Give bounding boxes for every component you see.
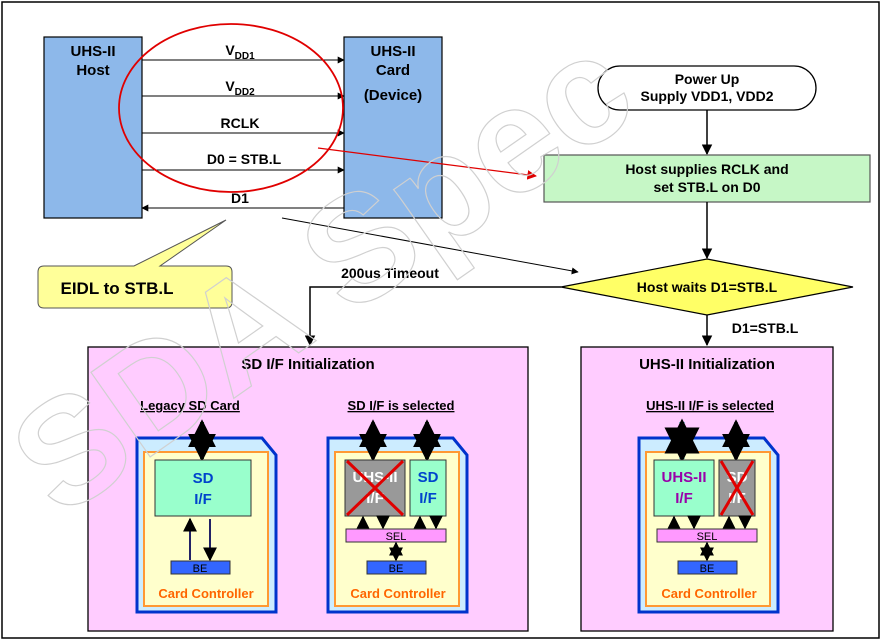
uhs-selected-be-label: BE [700, 563, 715, 575]
legacy-sd-label-line2: I/F [194, 491, 212, 508]
uhs-selected-card: UHS-II I/F SD I/F SEL BE Card Controller [637, 418, 780, 614]
sd-selected-sd-line1: SD [418, 469, 439, 486]
d0-label: D0 = STB.L [207, 151, 282, 167]
legacy-be-label: BE [193, 563, 208, 575]
vdd2-label: VDD2 [225, 78, 255, 98]
sd-selected-sel-label: SEL [386, 531, 407, 543]
sd-selected-label: SD I/F is selected [348, 398, 455, 413]
timeout-label: 200us Timeout [341, 265, 439, 281]
decision-text: Host waits D1=STB.L [637, 279, 778, 295]
power-up-line2: Supply VDD1, VDD2 [640, 88, 773, 104]
highlight-ellipse [118, 23, 344, 193]
sd-selected-uhs-line1: UHS-II [353, 469, 398, 486]
vdd1-label: VDD1 [225, 42, 255, 62]
d1-stbl-label: D1=STB.L [732, 320, 799, 336]
uhs-selected-label: UHS-II I/F is selected [646, 398, 774, 413]
power-up-line1: Power Up [675, 71, 740, 87]
legacy-sd-label: Legacy SD Card [140, 398, 240, 413]
card-label-line1: UHS-II [371, 43, 416, 60]
sd-init-title: SD I/F Initialization [241, 356, 374, 373]
host-label-line2: Host [76, 62, 109, 79]
card-label-line2: Card [376, 62, 410, 79]
host-supplies-line1: Host supplies RCLK and [625, 161, 788, 177]
legacy-card-controller-label: Card Controller [158, 586, 253, 601]
sd-selected-card-controller-label: Card Controller [350, 586, 445, 601]
uhs-selected-card-controller-label: Card Controller [661, 586, 756, 601]
host-supplies-line2: set STB.L on D0 [653, 179, 760, 195]
d1-to-decision-arrow [281, 217, 579, 275]
host-label-line1: UHS-II [71, 43, 116, 60]
callout-text: EIDL to STB.L [60, 279, 173, 298]
uhs-selected-uhs-line1: UHS-II [662, 469, 707, 486]
uhs-init-title: UHS-II Initialization [639, 356, 775, 373]
timeout-arrow [304, 286, 561, 347]
uhs-selected-sel-label: SEL [697, 531, 718, 543]
sd-selected-card: UHS-II I/F SD I/F SEL BE Card Controller [326, 419, 469, 614]
card-label-line3: (Device) [364, 87, 422, 104]
sd-selected-be-label: BE [389, 563, 404, 575]
legacy-sd-label-line1: SD [193, 470, 214, 487]
host-block [43, 36, 143, 219]
uhs-selected-uhs-line2: I/F [675, 490, 693, 507]
rclk-label: RCLK [221, 115, 260, 131]
d1-label: D1 [231, 190, 249, 206]
callout-bubble [37, 219, 233, 309]
host-supplies-box [543, 154, 871, 203]
red-pointer-arrow [317, 147, 537, 180]
sd-selected-sd-line2: I/F [419, 490, 437, 507]
legacy-sd-card: SD I/F BE Card Controller [135, 419, 278, 614]
card-block [343, 36, 443, 219]
